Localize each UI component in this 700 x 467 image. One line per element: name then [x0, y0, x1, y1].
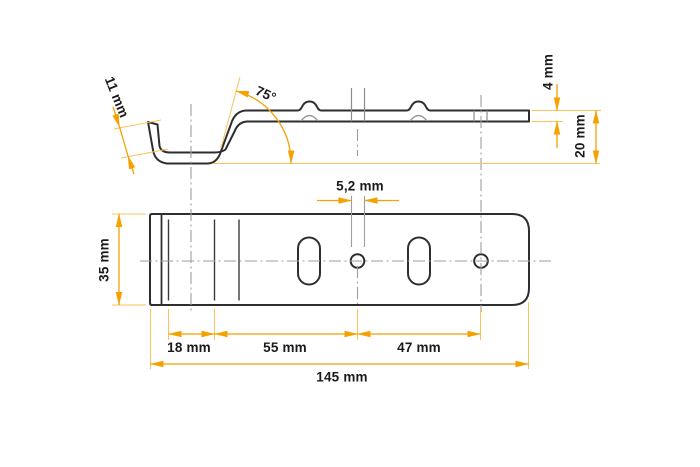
- bump-inner-arc: [300, 114, 319, 122]
- plan-view: [149, 213, 530, 306]
- dim-width: 35 mm: [97, 213, 146, 306]
- dim-hole-diameter: 5,2 mm: [317, 179, 399, 204]
- dim-label-18: 18 mm: [167, 340, 211, 355]
- centerlines: [140, 95, 552, 314]
- dim-label-hole: 5,2 mm: [336, 179, 384, 194]
- dim-label-flange: 11 mm: [102, 74, 132, 120]
- dim-height: 20 mm: [573, 110, 600, 164]
- plate-outline: [149, 213, 530, 306]
- dim-label-width: 35 mm: [97, 238, 112, 282]
- dim-label-145: 145 mm: [316, 370, 367, 385]
- dim-label-47: 47 mm: [397, 340, 441, 355]
- side-view: [147, 88, 530, 165]
- dim-label-height: 20 mm: [573, 114, 588, 158]
- bump-inner-arc: [409, 114, 428, 122]
- dim-label-angle: 75°: [253, 83, 278, 105]
- dim-overall-length: 145 mm: [150, 360, 529, 385]
- dim-label-55: 55 mm: [263, 340, 307, 355]
- dim-label-thickness: 4 mm: [541, 54, 556, 90]
- dim-chain: 18 mm 55 mm 47 mm: [150, 302, 529, 369]
- dimensions: 11 mm 75° 4 mm 20 mm 35 mm: [97, 54, 601, 385]
- dim-thickness: 4 mm: [532, 54, 601, 148]
- bracket-profile: [147, 100, 530, 165]
